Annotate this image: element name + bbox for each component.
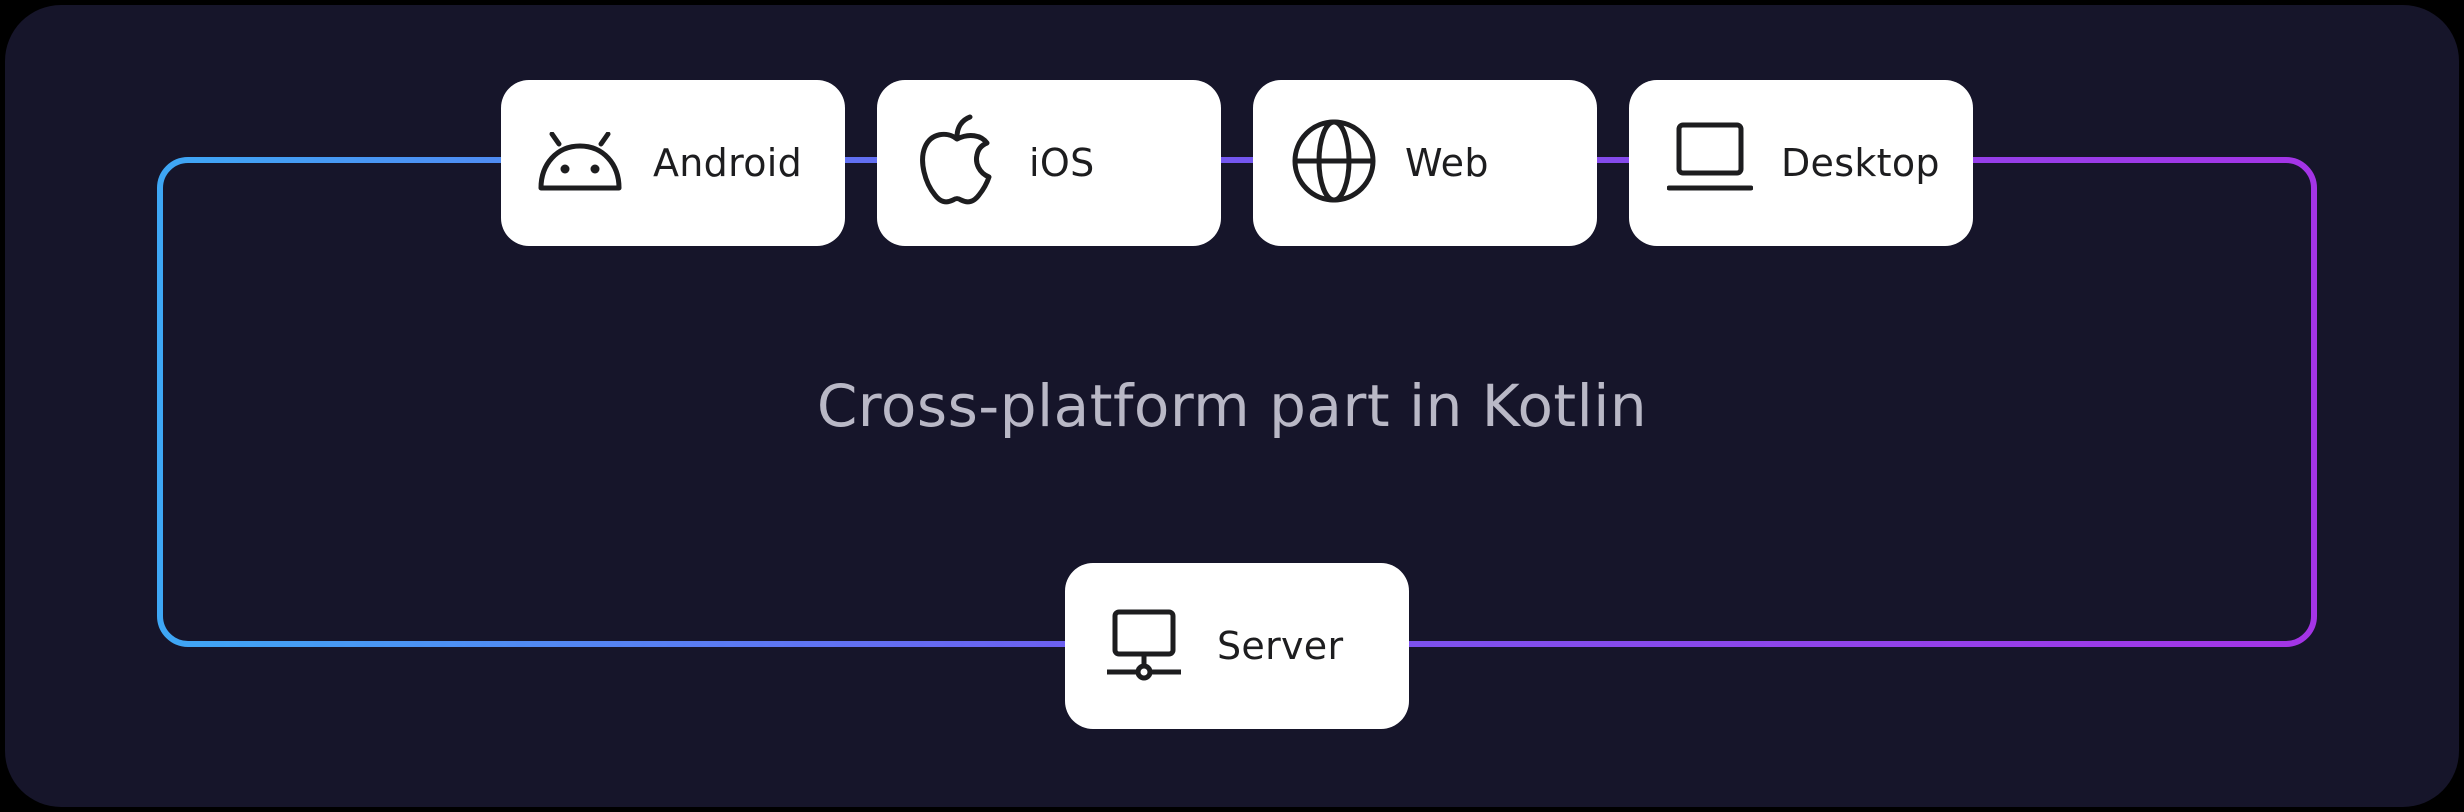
- platform-label-server: Server: [1217, 624, 1344, 668]
- platform-label-android: Android: [653, 141, 803, 185]
- apple-icon: [920, 114, 992, 205]
- platform-card-android: Android: [501, 80, 845, 246]
- platform-card-desktop: Desktop: [1629, 80, 1973, 246]
- laptop-icon: [1667, 122, 1753, 191]
- platform-label-ios: iOS: [1029, 141, 1095, 185]
- android-icon: [538, 132, 622, 191]
- server-icon: [1107, 609, 1181, 681]
- platform-label-desktop: Desktop: [1781, 141, 1940, 185]
- globe-icon: [1292, 119, 1376, 203]
- platform-card-web: Web: [1253, 80, 1597, 246]
- platform-label-web: Web: [1405, 141, 1489, 185]
- platform-card-server: Server: [1065, 563, 1409, 729]
- platform-card-ios: iOS: [877, 80, 1221, 246]
- center-label: Cross-platform part in Kotlin: [816, 372, 1648, 440]
